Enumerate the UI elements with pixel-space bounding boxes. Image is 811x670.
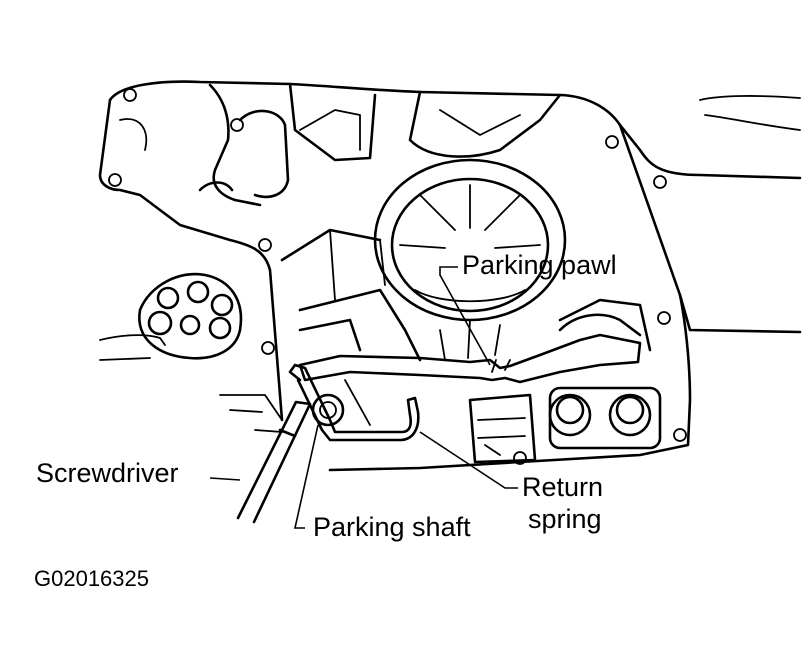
screwdriver-part: [236, 400, 312, 524]
figure-code: G02016325: [34, 566, 149, 591]
parking-shaft-part: [311, 393, 345, 427]
upper-ribs: [119, 82, 562, 207]
parking-pawl-part: [298, 333, 642, 384]
lower-ribs: [280, 228, 652, 362]
parking-shaft-label: Parking shaft: [313, 512, 471, 542]
parking-pawl-label: Parking pawl: [462, 250, 617, 280]
return-spring-label-line2: spring: [528, 504, 602, 534]
right-bolts: [468, 313, 662, 464]
screwdriver-label: Screwdriver: [36, 458, 179, 488]
central-bore: [373, 158, 567, 322]
case-holes: [108, 88, 687, 465]
return-spring-label-line1: Return: [522, 472, 604, 502]
leader-lines: [209, 266, 518, 529]
bolt-cluster-left: [138, 272, 243, 360]
return-spring-part: [288, 363, 420, 442]
